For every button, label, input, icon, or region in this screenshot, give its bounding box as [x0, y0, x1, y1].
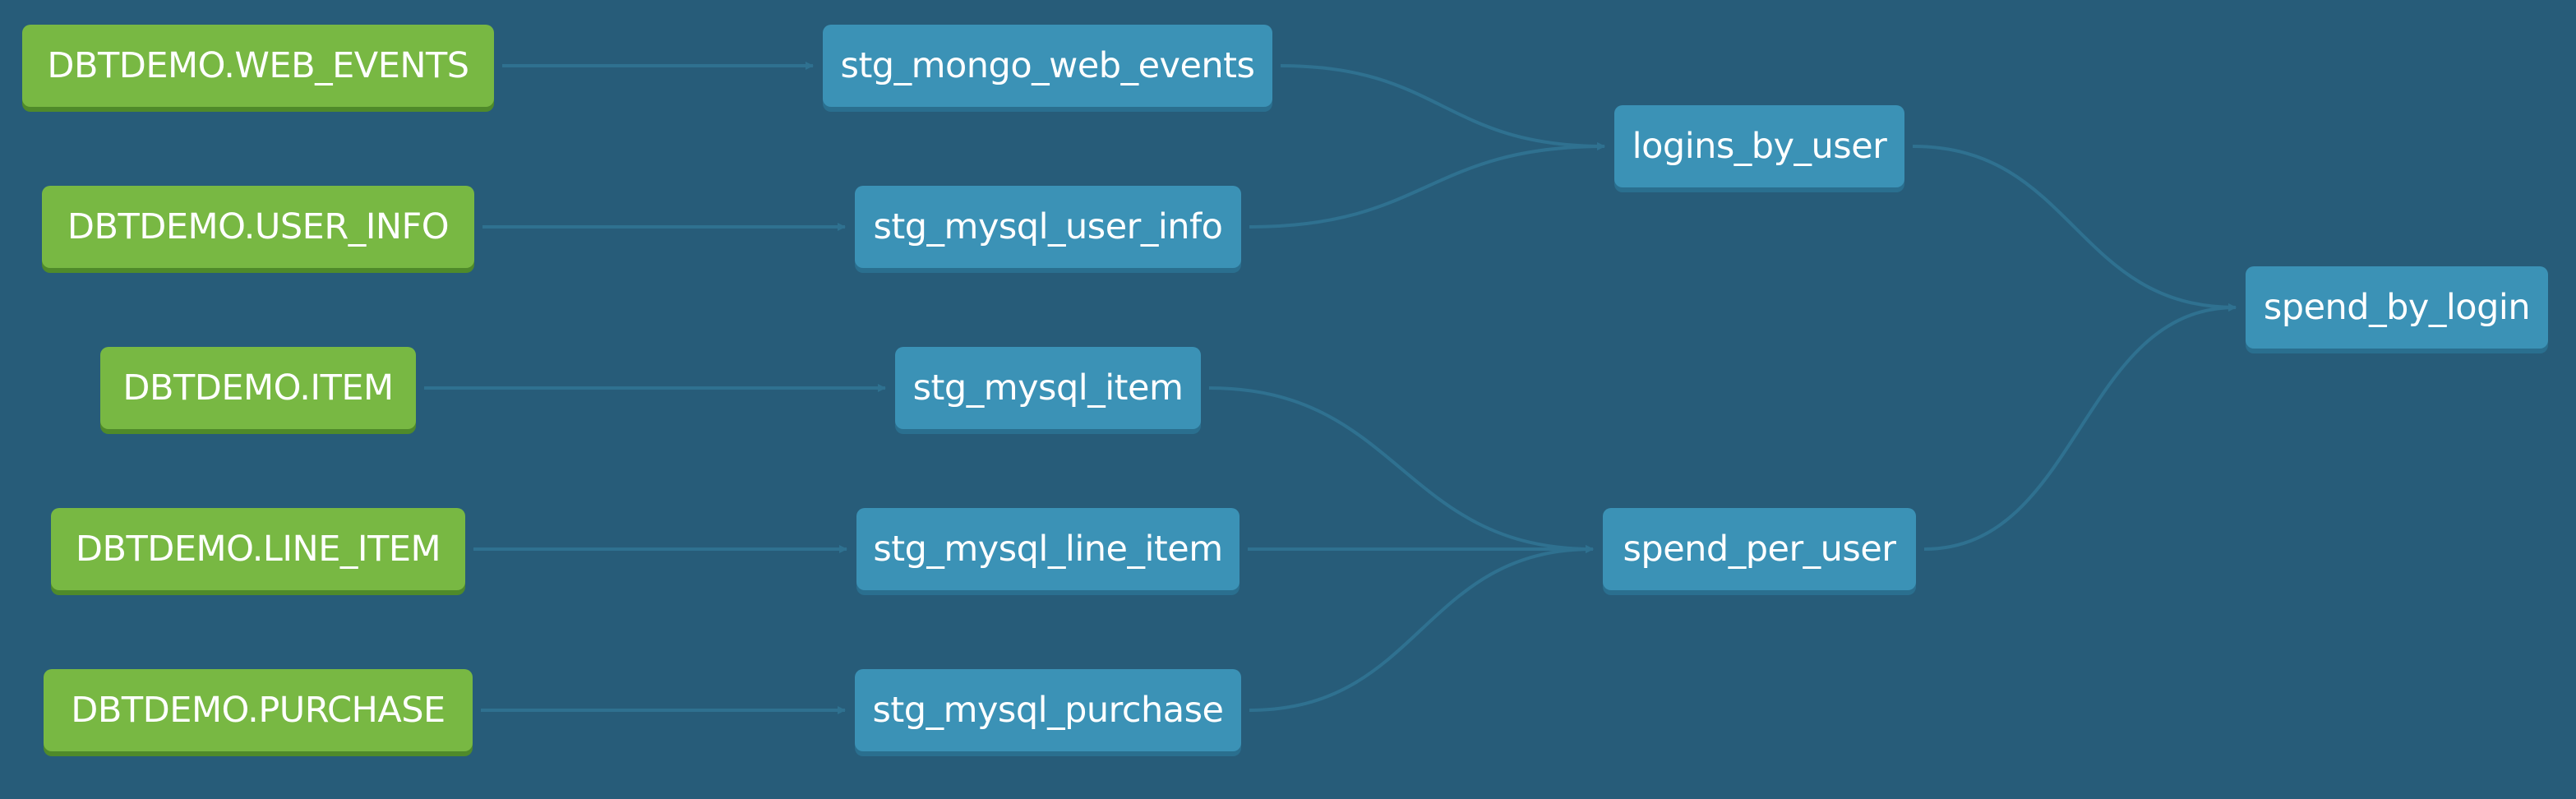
source-node-item[interactable]: DBTDEMO.ITEM	[100, 347, 416, 429]
model-node-spend-per-user[interactable]: spend_per_user	[1603, 508, 1916, 590]
model-node-stg-mysql-user-info[interactable]: stg_mysql_user_info	[855, 186, 1241, 268]
model-node-logins-by-user[interactable]: logins_by_user	[1614, 105, 1904, 187]
source-node-user-info[interactable]: DBTDEMO.USER_INFO	[42, 186, 474, 268]
edge-stg_mysql_purchase-to-spend_per_user	[1249, 545, 1594, 712]
model-node-stg-mongo-web-events[interactable]: stg_mongo_web_events	[823, 25, 1272, 107]
source-node-purchase[interactable]: DBTDEMO.PURCHASE	[44, 669, 473, 751]
source-node-web-events[interactable]: DBTDEMO.WEB_EVENTS	[22, 25, 494, 107]
model-node-spend-by-login[interactable]: spend_by_login	[2246, 266, 2548, 349]
edge-logins_by_user-to-spend_by_login	[1912, 145, 2237, 312]
edge-spend_per_user-to-spend_by_login	[1923, 303, 2237, 551]
source-node-line-item[interactable]: DBTDEMO.LINE_ITEM	[51, 508, 465, 590]
edge-stg_mysql_item-to-spend_per_user	[1208, 386, 1594, 553]
model-node-stg-mysql-line-item[interactable]: stg_mysql_line_item	[856, 508, 1240, 590]
model-node-stg-mysql-item[interactable]: stg_mysql_item	[895, 347, 1201, 429]
model-node-stg-mysql-purchase[interactable]: stg_mysql_purchase	[855, 669, 1241, 751]
edge-stg_mongo_web_events-to-logins_by_user	[1280, 64, 1605, 150]
edge-stg_mysql_user_info-to-logins_by_user	[1249, 142, 1605, 229]
